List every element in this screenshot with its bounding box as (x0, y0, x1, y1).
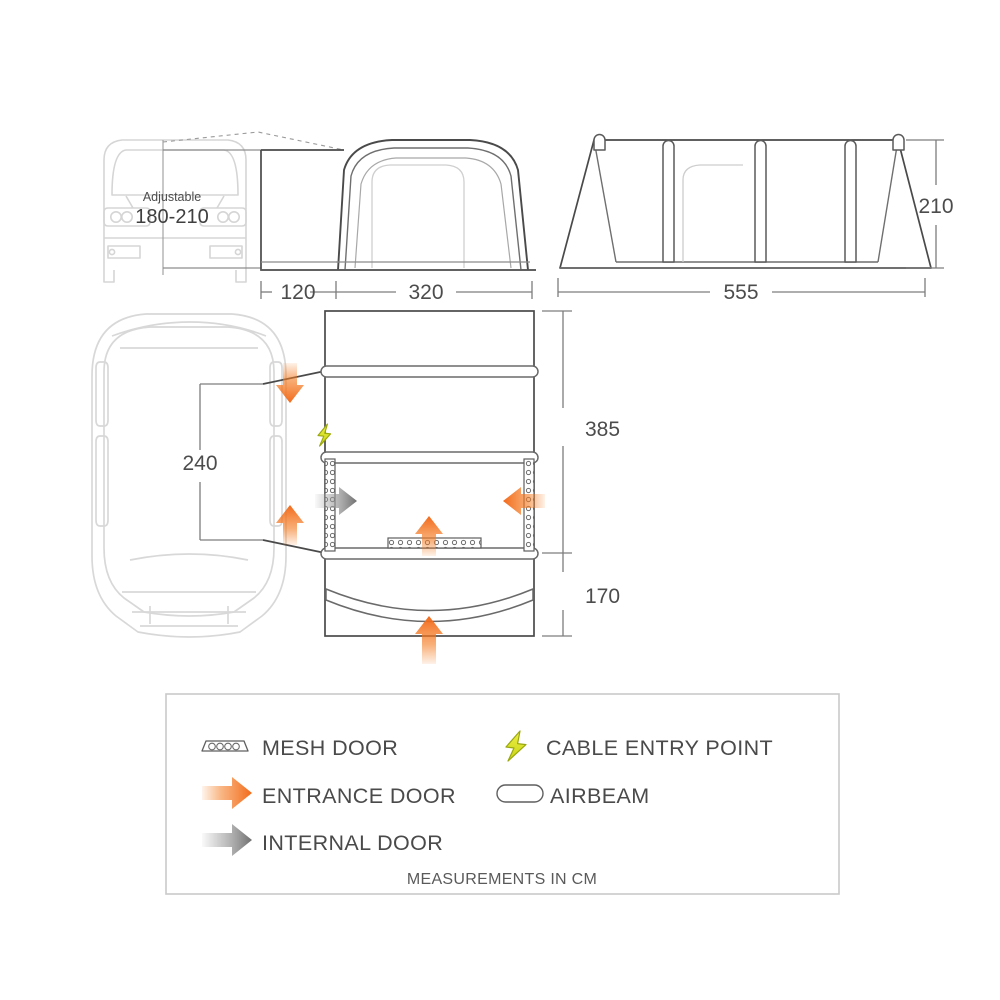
dim-tunnel-width: 240 (182, 452, 217, 475)
side-airbeams (593, 133, 905, 263)
entrance-arrow-tunnel-bottom (276, 505, 304, 545)
legend-item-mesh-door: MESH DOOR (201, 736, 398, 760)
side-elevation-height-dimension: 210 (906, 139, 954, 269)
awning-side-elevation (559, 133, 932, 269)
dim-tunnel-depth: 120 (280, 281, 315, 304)
internal-door-arrow (315, 487, 357, 515)
floorplan-dimension-lines: 385 170 (542, 310, 620, 637)
awning-front-elevation (260, 139, 536, 271)
entrance-arrow-right-side (503, 487, 545, 515)
adjustable-range: 180-210 (135, 206, 208, 228)
dim-overall-length: 555 (723, 281, 758, 304)
front-elevation-dimension-line: 120 320 (260, 281, 533, 304)
legend-item-entrance-door: ENTRANCE DOOR (202, 777, 456, 809)
van-adjustable-height-label: Adjustable 180-210 (135, 190, 208, 228)
legend-footer-measurements: MEASUREMENTS IN CM (407, 871, 597, 888)
floorplan-airbeams (320, 365, 539, 560)
lightning-bolt-icon (505, 730, 527, 762)
tunnel-width-dimension: 240 (182, 383, 263, 541)
diagram-legend: MESH DOOR ENTRANCE DOOR INTERNAL DOOR CA… (165, 693, 840, 895)
entrance-arrow-front-bottom (415, 616, 443, 664)
tunnel-connection-guides (162, 131, 345, 269)
legend-item-airbeam: AIRBEAM (496, 784, 650, 808)
vehicle-plan-view (91, 313, 287, 638)
dim-overall-height: 210 (918, 195, 953, 218)
legend-label-cable-entry-point: CABLE ENTRY POINT (546, 736, 773, 760)
front-curved-airbeam (325, 588, 534, 623)
grey-arrow-icon (202, 824, 252, 856)
legend-label-internal-door: INTERNAL DOOR (262, 831, 443, 855)
dim-main-depth: 385 (585, 418, 620, 441)
legend-label-entrance-door: ENTRANCE DOOR (262, 784, 456, 808)
cable-entry-point-icon (317, 423, 332, 447)
orange-arrow-icon (202, 777, 252, 809)
legend-label-airbeam: AIRBEAM (550, 784, 650, 808)
awning-floor-plan (262, 310, 545, 664)
van-rear-elevation (103, 139, 247, 283)
legend-label-mesh-door: MESH DOOR (262, 736, 398, 760)
entrance-arrow-tunnel-top (276, 363, 304, 403)
entrance-arrow-middle-front (415, 516, 443, 556)
side-elevation-length-dimension: 555 (557, 278, 926, 304)
dim-canopy-depth: 170 (585, 585, 620, 608)
legend-item-cable-entry-point: CABLE ENTRY POINT (505, 730, 773, 762)
adjustable-caption: Adjustable (143, 190, 201, 204)
pill-outline-icon (496, 784, 544, 803)
mesh-icon (201, 740, 249, 752)
dim-awning-width: 320 (408, 281, 443, 304)
legend-item-internal-door: INTERNAL DOOR (202, 824, 443, 856)
